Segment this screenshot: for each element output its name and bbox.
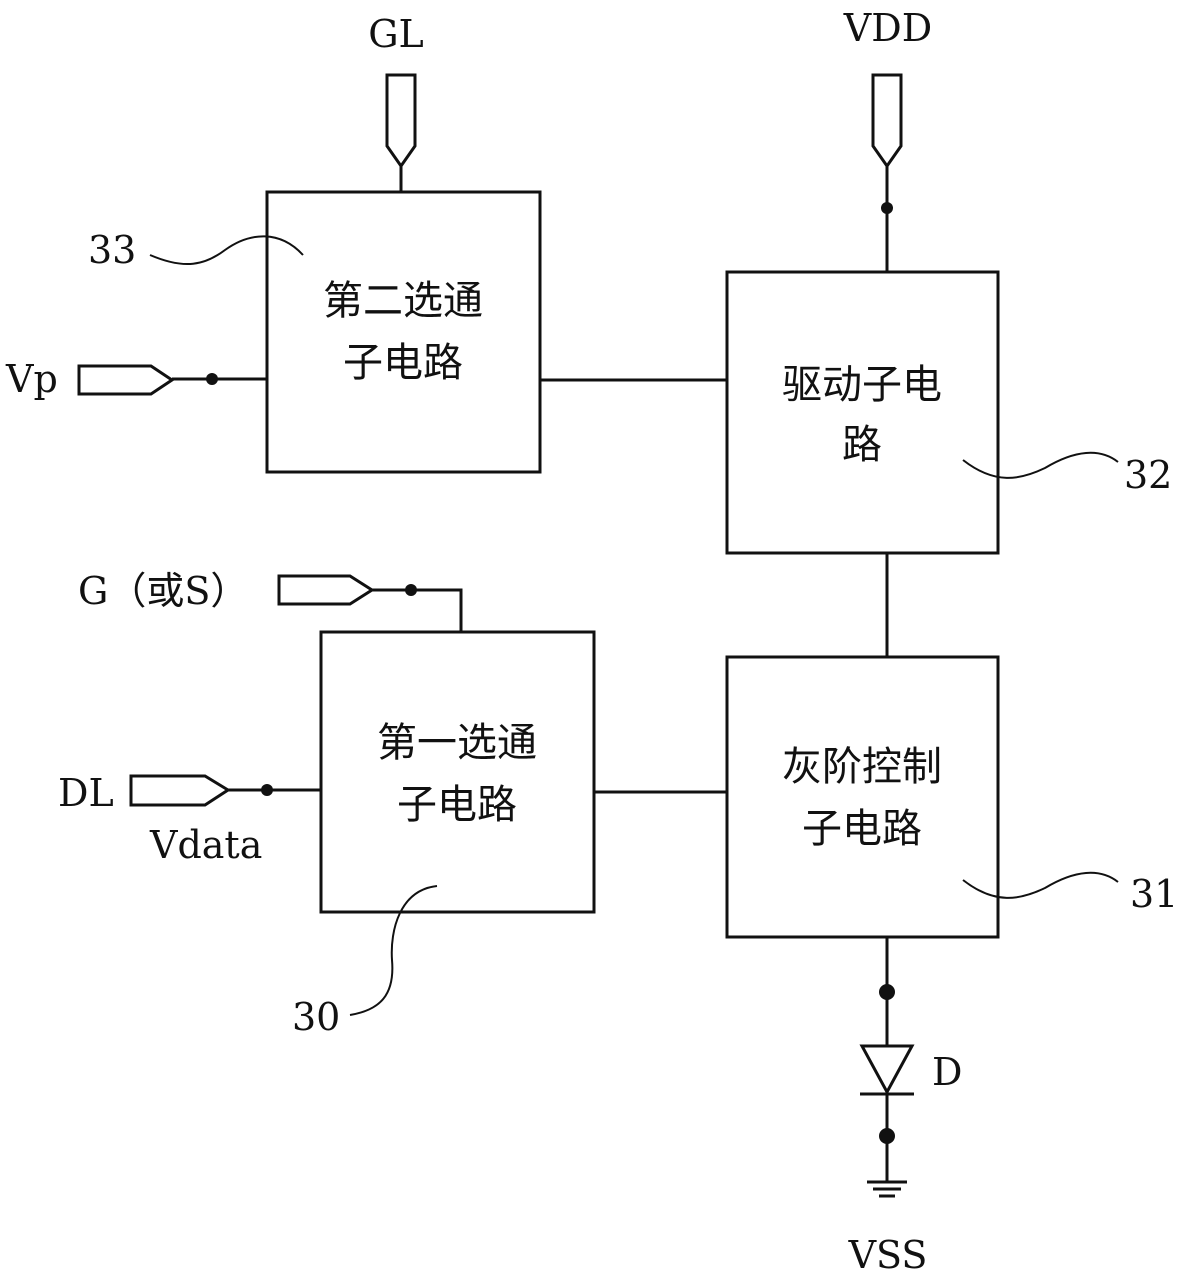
grayscale-label-line1: 灰阶控制 [782,744,942,790]
vdata-label: Vdata [149,823,262,867]
vss-label: VSS [848,1233,928,1277]
d-label: D [932,1050,962,1094]
ref-33: 33 [88,228,136,272]
junction-vp [206,373,218,385]
junction-g-or-s [405,584,417,596]
junction-diode-cathode [879,1128,895,1144]
drive-label-line1: 驱动子电 [782,362,942,408]
grayscale-label-line2: 子电路 [802,806,922,852]
g-or-s-label: G（或S） [78,569,248,613]
second-gate-label-line2: 子电路 [343,340,463,386]
first-gate-label-line1: 第一选通 [377,720,537,766]
vp-port [79,366,172,394]
vdd-label: VDD [843,6,932,50]
drive-label-line2: 路 [842,422,882,468]
first-gate-label-line2: 子电路 [397,782,517,828]
dl-port [131,776,228,805]
second-gate-label-line1: 第二选通 [323,278,483,324]
ref-32: 32 [1124,453,1172,497]
vdd-port [873,75,901,166]
dl-label: DL [58,771,114,815]
vp-label: Vp [5,357,58,401]
ground-icon [867,1182,907,1196]
junction-diode-anode [879,984,895,1000]
grayscale-control-subcircuit-box [727,657,998,937]
ref-31: 31 [1130,872,1178,916]
drive-subcircuit-box [727,272,998,553]
ref-30: 30 [292,995,340,1039]
g-or-s-port [279,576,372,604]
first-gate-subcircuit-box [321,632,594,912]
gl-port [387,75,415,166]
wire-g-or-s [372,590,461,632]
junction-vdd [881,202,893,214]
diode-d [860,1046,914,1094]
second-gate-subcircuit-box [267,192,540,472]
gl-label: GL [368,12,424,56]
diode-triangle [862,1046,912,1092]
junction-dl [261,784,273,796]
